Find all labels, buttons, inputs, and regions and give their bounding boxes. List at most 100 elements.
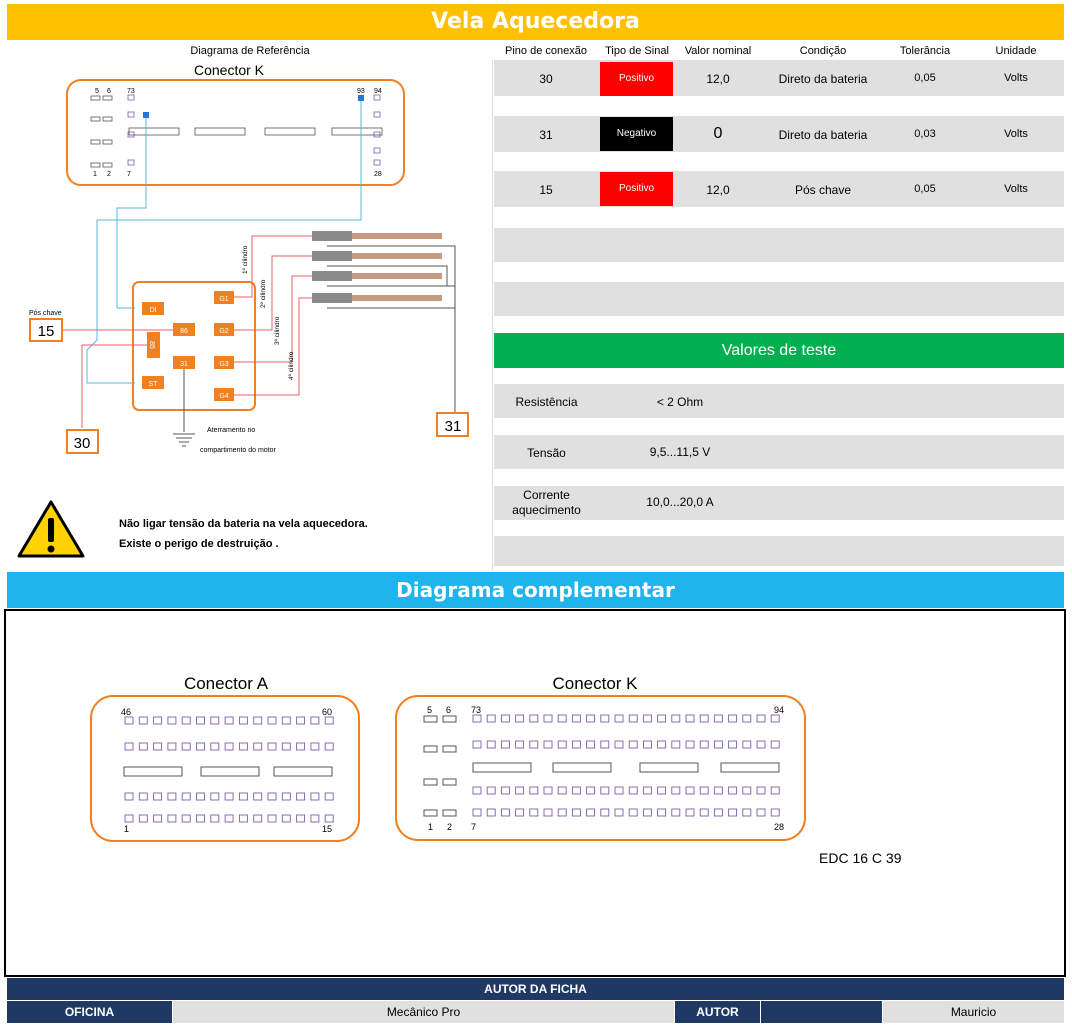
connector-pin [571,786,581,795]
connector-k-title: Conector K [194,62,265,78]
connector-pin [153,792,163,801]
k-pin-label: 6 [446,705,451,715]
connector-pin [238,792,248,801]
footer-oficina-label: OFICINA [7,1001,172,1023]
connector-pin [571,740,581,749]
connector-pin [614,714,624,723]
relay-pin: G3 [219,361,228,368]
connector-pin [770,740,780,749]
table-row [494,171,1064,207]
connector-pin [543,786,553,795]
connector-pin [253,716,263,725]
connector-pin [713,714,723,723]
connector-pin [153,742,163,751]
connector-pin [529,714,539,723]
connector-pin [728,808,738,817]
connector-k2-body [395,695,806,841]
connector-pin [167,792,177,801]
connector-pin [685,786,695,795]
pos-chave-label: Pós chave [29,310,62,317]
a-pin-label: 15 [322,824,332,834]
header-nominal: Valor nominal [684,45,752,57]
connector-pin [642,808,652,817]
connector-pin [657,808,667,817]
a-pin-label: 60 [322,707,332,717]
row1-pin: 30 [539,72,553,86]
connector-pin [472,786,482,795]
connector-pin [181,742,191,751]
connector-pin [281,716,291,725]
diagram-panel [7,60,493,570]
k-pin-label: 5 [427,705,432,715]
terminal-15-box [29,318,63,342]
k-pin-label: 73 [471,705,481,715]
connector-pin [756,786,766,795]
ground-label-line2: compartimento do motor [200,447,277,454]
connector-pin [196,814,205,823]
connector-pin [210,792,220,801]
connector-pin [296,716,306,725]
k-pin-label: 94 [774,705,784,715]
pin-label: 5 [95,88,99,95]
header-diagram: Diagrama de Referência [190,45,310,57]
connector-pin [515,740,525,749]
connector-pin [571,714,581,723]
connector-pin [324,792,334,801]
connector-pin [472,740,482,749]
connector-pin [124,742,134,751]
connector-pin [600,808,610,817]
connector-pin [770,714,780,723]
connector-pin [210,742,220,751]
connector-pin [324,742,334,751]
complementary-title: Diagrama complementar [396,578,675,602]
row3-pin: 15 [539,183,553,197]
connector-pin [671,808,681,817]
connector-pin [557,740,567,749]
terminal-31-box [436,412,469,437]
connector-pin [196,716,205,725]
connector-pin [515,786,525,795]
connector-pin [571,808,581,817]
glow-relay-box [132,281,256,411]
table-row [494,116,1064,152]
connector-pin [267,814,277,823]
connector-pin [500,786,510,795]
connector-pin [167,814,177,823]
connector-pin [486,714,496,723]
connector-pin [224,742,234,751]
connector-pin [728,786,738,795]
footer-autor-label: AUTOR [675,1001,760,1023]
connector-pin [756,714,766,723]
test-row [494,486,1064,520]
tests-banner: Valores de teste [494,333,1064,368]
connector-pin [628,714,638,723]
connector-pin [557,786,567,795]
connector-pin [671,714,681,723]
relay-pin: 85 [148,341,155,349]
connector-pin [628,740,638,749]
connector-pin [296,792,306,801]
connector-pin [543,740,553,749]
connector-pin [310,742,320,751]
connector-pin [529,808,539,817]
connector-pin [628,808,638,817]
connector-pin [324,814,334,823]
connector-pin [756,808,766,817]
connector-pin [138,814,148,823]
row1-tolerance: 0,05 [914,72,936,84]
k-pin-label: 1 [428,822,433,832]
test-row [494,435,1064,469]
footer-title: AUTOR DA FICHA [484,982,587,996]
connector-pin [181,716,191,725]
relay-pin: 31 [180,361,188,368]
row2-pin: 31 [539,128,553,142]
connector-pin [138,716,148,725]
tests-title: Valores de teste [721,342,837,359]
connector-pin [296,742,306,751]
connector-pin [124,792,134,801]
connector-pin [713,808,723,817]
complementary-banner: Diagrama complementar [7,572,1064,608]
k-pin-label: 7 [471,822,476,832]
connector-pin [324,716,334,725]
cylinder-label: 3º cilindro [274,316,281,345]
